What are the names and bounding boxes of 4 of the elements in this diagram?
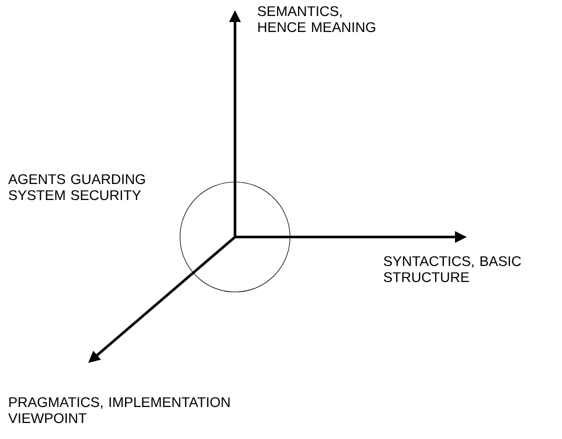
axis-label: SEMANTICS, HENCE MEANING bbox=[258, 6, 376, 32]
node-label: AGENTS GUARDING SYSTEM SECURITY bbox=[8, 174, 145, 200]
axis-label: PRAGMATICS, IMPLEMENTATION VIEWPOINT bbox=[8, 397, 230, 424]
axis-label: SYNTACTICS, BASIC STRUCTURE bbox=[384, 256, 521, 282]
